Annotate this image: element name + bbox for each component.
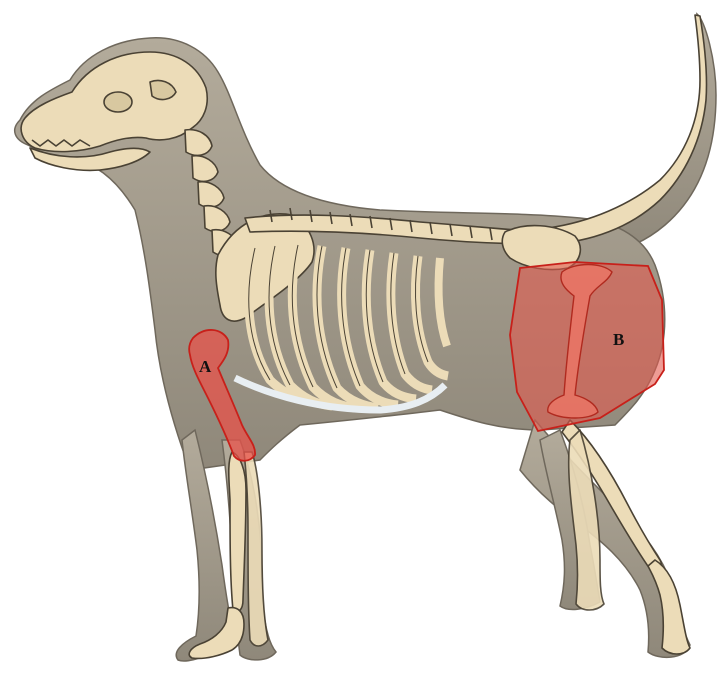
tail-vertebrae — [548, 15, 707, 244]
highlight-b-femur-region — [510, 262, 664, 431]
radius-ulna — [229, 452, 246, 612]
label-b: B — [613, 330, 624, 350]
label-a: A — [199, 357, 211, 377]
